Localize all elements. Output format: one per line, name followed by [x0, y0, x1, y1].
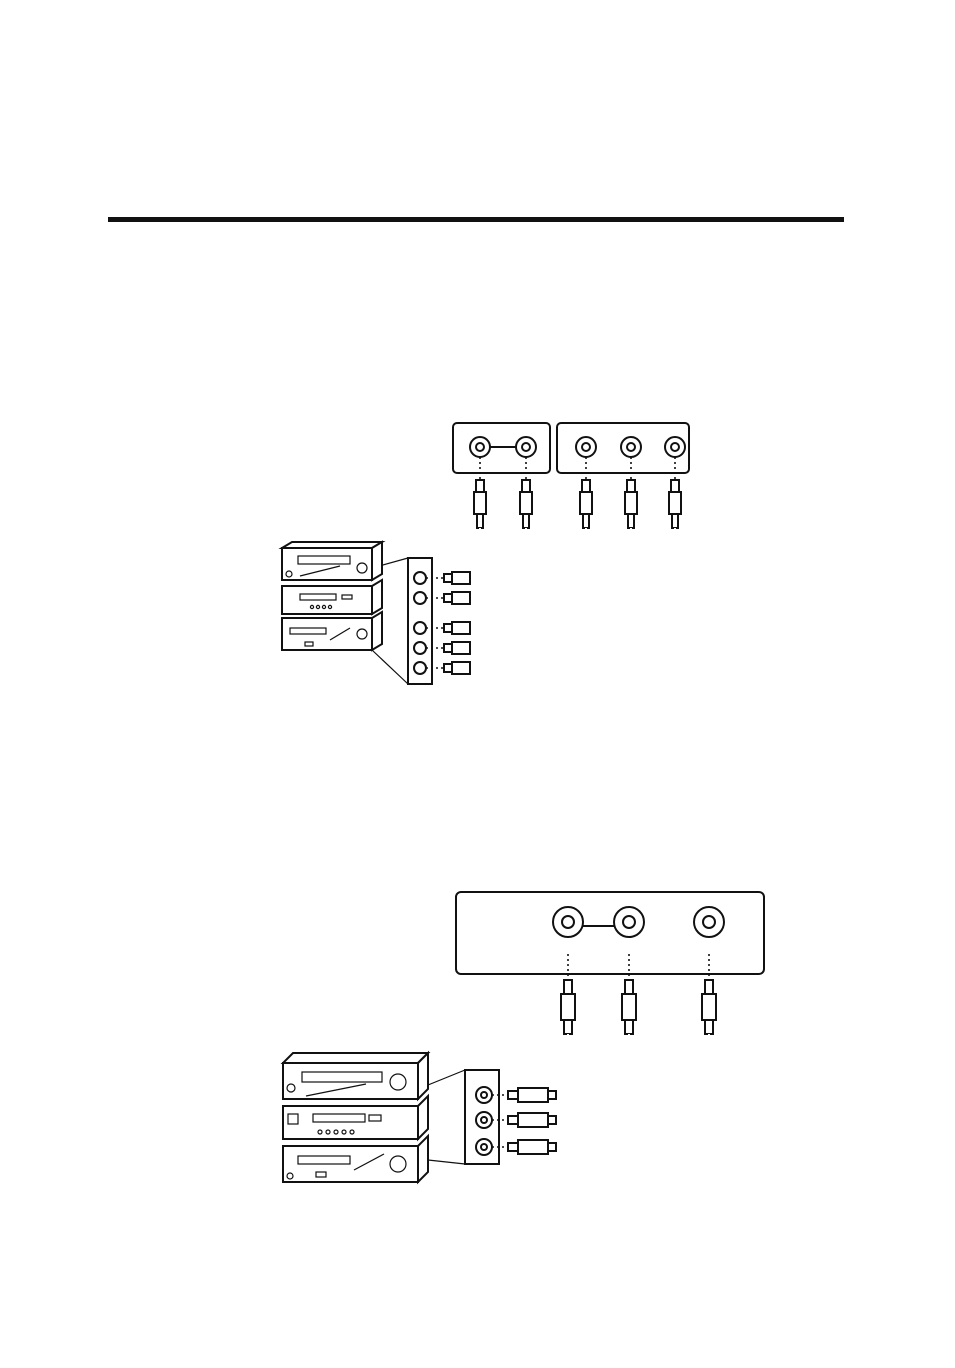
rca-plug-icon	[508, 1140, 556, 1154]
rca-plug-icon	[444, 662, 470, 674]
av-device-stack	[283, 1053, 428, 1182]
rca-plug-icon	[561, 980, 575, 1034]
jack-icon	[553, 907, 583, 937]
rca-plug-icon	[520, 480, 532, 528]
audio-cable	[555, 1034, 629, 1118]
rca-plug-icon	[669, 480, 681, 528]
audio-cable	[470, 528, 526, 590]
rca-plug-icon	[444, 572, 470, 584]
section-divider-rule	[108, 217, 844, 222]
jack-icon	[614, 907, 644, 937]
side-jacks	[414, 572, 426, 674]
jack-icon	[694, 907, 724, 937]
video-cable	[555, 1034, 709, 1148]
rca-plug-icon	[444, 592, 470, 604]
rca-plug-icon	[625, 480, 637, 528]
rca-plug-icon	[622, 980, 636, 1034]
rca-plug-icon	[508, 1088, 556, 1102]
av-device-stack	[282, 542, 382, 650]
rca-plug-icon	[444, 642, 470, 654]
jack-icon	[470, 437, 490, 457]
rca-plug-icon	[508, 1113, 556, 1127]
rca-plug-icon	[702, 980, 716, 1034]
video-cable	[470, 528, 675, 668]
connection-diagram-1	[0, 410, 955, 700]
rca-plug-icon	[580, 480, 592, 528]
rca-plug-icon	[474, 480, 486, 528]
connection-diagram-2	[0, 885, 955, 1190]
jack-icon	[516, 437, 536, 457]
jack-icon	[621, 437, 641, 457]
jack-icon	[665, 437, 685, 457]
rca-plug-icon	[444, 622, 470, 634]
jack-icon	[576, 437, 596, 457]
